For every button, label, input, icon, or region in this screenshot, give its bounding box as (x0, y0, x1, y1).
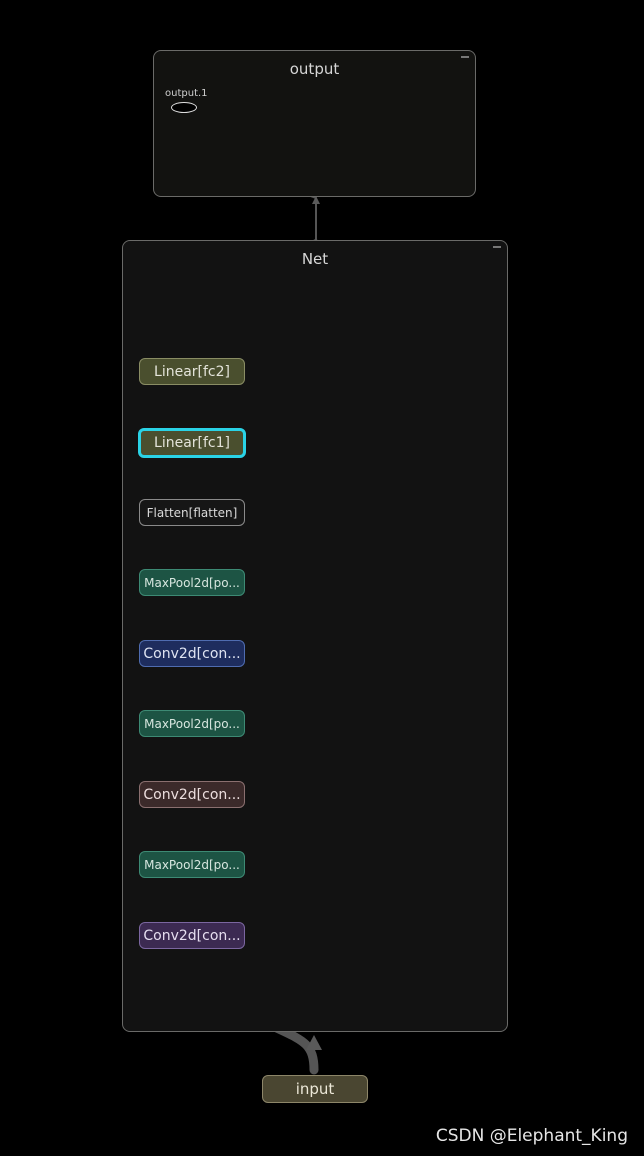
node-conv2d-1[interactable]: Conv2d[con... (139, 922, 245, 949)
output-group-title: output (289, 60, 340, 78)
node-label: input (295, 1080, 335, 1098)
node-label: Conv2d[con... (143, 645, 241, 662)
net-group-title: Net (301, 250, 329, 268)
output-port-label: output.1 (165, 88, 208, 99)
node-label: MaxPool2d[po... (144, 716, 240, 731)
node-label: MaxPool2d[po... (144, 857, 240, 872)
watermark-text: CSDN @Elephant_King (435, 1126, 628, 1146)
output-port[interactable] (171, 102, 197, 113)
node-linear-fc2[interactable]: Linear[fc2] (139, 358, 245, 385)
node-linear-fc1[interactable]: Linear[fc1] (138, 428, 246, 458)
node-maxpool2d-1[interactable]: MaxPool2d[po... (139, 851, 245, 878)
node-flatten[interactable]: Flatten[flatten] (139, 499, 245, 526)
node-maxpool2d-3[interactable]: MaxPool2d[po... (139, 569, 245, 596)
output-group[interactable]: output output.1 (153, 50, 476, 197)
node-label: Conv2d[con... (143, 927, 241, 944)
node-maxpool2d-2[interactable]: MaxPool2d[po... (139, 710, 245, 737)
node-conv2d-3[interactable]: Conv2d[con... (139, 640, 245, 667)
node-label: MaxPool2d[po... (144, 575, 240, 590)
node-conv2d-2[interactable]: Conv2d[con... (139, 781, 245, 808)
collapse-handle-icon[interactable] (461, 56, 469, 58)
node-input[interactable]: input (262, 1075, 368, 1103)
collapse-handle-icon[interactable] (493, 246, 501, 248)
node-label: Conv2d[con... (143, 786, 241, 803)
node-label: Linear[fc2] (154, 363, 230, 380)
node-label: Flatten[flatten] (146, 505, 238, 520)
node-label: Linear[fc1] (154, 435, 230, 451)
